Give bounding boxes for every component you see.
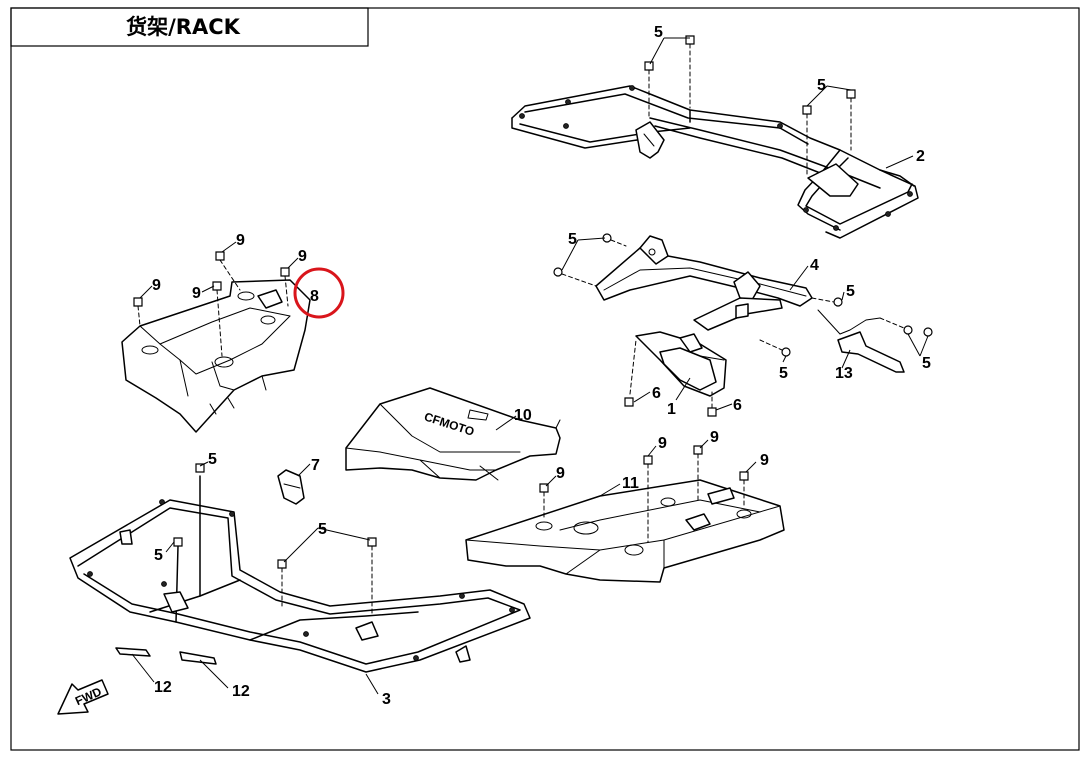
callout-9: 9	[298, 248, 307, 265]
callout-9: 9	[152, 277, 161, 294]
callout-6: 6	[733, 397, 742, 414]
callout-8: 8	[310, 288, 319, 305]
callout-9: 9	[760, 452, 769, 469]
part-1-plate-bracket	[624, 331, 727, 417]
callout-5: 5	[817, 77, 826, 94]
callout-9: 9	[236, 232, 245, 249]
callout-5: 5	[154, 547, 163, 564]
callout-6: 6	[652, 385, 661, 402]
callout-5: 5	[208, 451, 217, 468]
callout-5: 5	[654, 24, 663, 41]
callout-11: 11	[622, 475, 639, 492]
callout-5: 5	[318, 521, 327, 538]
callout-5: 5	[846, 283, 855, 300]
callout-9: 9	[658, 435, 667, 452]
part-7-clip	[277, 469, 305, 505]
callout-2: 2	[916, 148, 925, 165]
callout-9: 9	[556, 465, 565, 482]
callout-13: 13	[835, 365, 853, 382]
callout-7: 7	[311, 457, 320, 474]
part-12-reflectors	[115, 647, 217, 665]
part-3-front-rack-frame	[69, 463, 531, 673]
part-8-front-panel	[121, 251, 311, 433]
part-11-rear-panel	[465, 445, 785, 583]
callout-12: 12	[154, 679, 172, 696]
title-box	[10, 7, 369, 47]
callout-9: 9	[192, 285, 201, 302]
callout-10: 10	[514, 407, 532, 424]
callout-labels: 5 5 2 5 4 5 5 13 5 6 1 6 9 9 9 9 8 10 9 …	[152, 24, 931, 708]
callout-5: 5	[568, 231, 577, 248]
callout-5: 5	[779, 365, 788, 382]
highlight-circle-part-8	[293, 267, 345, 319]
part-4-rack-support	[553, 233, 933, 373]
diagram-title: 货架/RACK	[126, 15, 241, 39]
leader-lines	[131, 37, 929, 695]
callout-5: 5	[922, 355, 931, 372]
callout-1: 1	[667, 401, 676, 418]
callout-12: 12	[232, 683, 250, 700]
fwd-direction-arrow: FWD	[57, 679, 109, 715]
part-10-logo-cover: CFMOTO	[345, 387, 561, 481]
part-2-rear-rack-frame	[511, 35, 919, 239]
callout-4: 4	[810, 257, 819, 274]
fwd-label: FWD	[73, 684, 104, 708]
callout-3: 3	[382, 691, 391, 708]
callout-9: 9	[710, 429, 719, 446]
page-frame	[10, 7, 1080, 751]
